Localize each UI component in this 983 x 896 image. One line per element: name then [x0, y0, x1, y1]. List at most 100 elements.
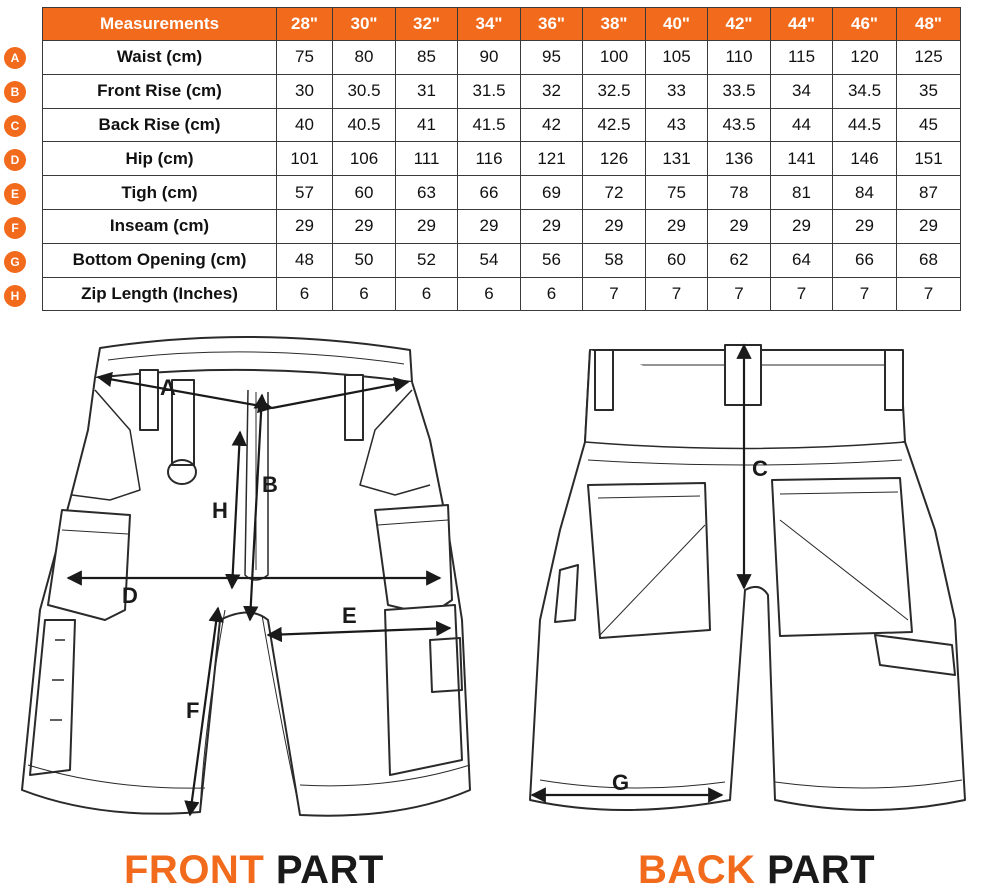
- label-a: A: [160, 375, 176, 400]
- measurement-value: 106: [332, 141, 396, 177]
- measurement-value: 60: [332, 175, 396, 210]
- arrow-a: [96, 371, 274, 414]
- label-d: D: [122, 583, 138, 608]
- row-marker-b: B: [4, 81, 26, 103]
- measurement-value: 29: [395, 208, 458, 244]
- arrow-h: [225, 430, 247, 590]
- row-marker-e: E: [4, 183, 26, 205]
- measurement-value: 57: [276, 175, 333, 210]
- header-size: 28": [276, 7, 333, 41]
- measurement-value: 110: [707, 40, 771, 75]
- measurement-label: Bottom Opening (cm): [42, 242, 277, 278]
- measurement-value: 56: [520, 242, 583, 278]
- header-size: 42": [707, 7, 771, 41]
- measurement-value: 75: [276, 40, 333, 75]
- measurement-value: 6: [276, 276, 333, 312]
- back-caption-plain: PART: [755, 848, 876, 892]
- measurement-value: 78: [707, 175, 771, 210]
- measurement-value: 33: [645, 73, 708, 109]
- table-header-row: Measurements 28" 30" 32" 34" 36" 38" 40"…: [42, 7, 961, 41]
- measurement-value: 120: [832, 40, 897, 75]
- measurement-value: 136: [707, 141, 771, 177]
- measurement-value: 151: [896, 141, 961, 177]
- measurement-value: 54: [457, 242, 521, 278]
- measurement-value: 66: [457, 175, 521, 210]
- measurement-value: 34.5: [832, 73, 897, 109]
- measurement-value: 48: [276, 242, 333, 278]
- measurement-value: 29: [457, 208, 521, 244]
- measurement-label: Zip Length (Inches): [42, 276, 277, 312]
- front-shorts-drawing: [21, 336, 471, 817]
- measurement-value: 7: [645, 276, 708, 312]
- label-c: C: [752, 456, 768, 481]
- measurement-value: 34: [770, 73, 833, 109]
- measurement-value: 6: [520, 276, 583, 312]
- measurement-value: 7: [896, 276, 961, 312]
- measurement-value: 29: [332, 208, 396, 244]
- measurement-label: Hip (cm): [42, 141, 277, 177]
- measurement-label: Tigh (cm): [42, 175, 277, 210]
- measurement-value: 30.5: [332, 73, 396, 109]
- label-b: B: [262, 472, 278, 497]
- measurement-value: 66: [832, 242, 897, 278]
- measurement-value: 6: [332, 276, 396, 312]
- measurement-value: 32.5: [582, 73, 646, 109]
- measurement-value: 7: [770, 276, 833, 312]
- measurement-value: 29: [520, 208, 583, 244]
- measurement-value: 43.5: [707, 107, 771, 143]
- measurement-value: 42: [520, 107, 583, 143]
- label-g: G: [612, 770, 629, 795]
- measurement-arrows: [66, 343, 752, 817]
- measurement-value: 29: [770, 208, 833, 244]
- header-size: 36": [520, 7, 583, 41]
- arrow-e: [266, 620, 452, 643]
- measurement-value: 41: [395, 107, 458, 143]
- measurement-value: 141: [770, 141, 833, 177]
- measurement-value: 68: [896, 242, 961, 278]
- measurement-value: 29: [707, 208, 771, 244]
- measurement-value: 29: [276, 208, 333, 244]
- arrow-f: [184, 606, 224, 817]
- measurement-value: 85: [395, 40, 458, 75]
- measurement-value: 30: [276, 73, 333, 109]
- measurement-value: 95: [520, 40, 583, 75]
- measurement-value: 42.5: [582, 107, 646, 143]
- row-marker-h: H: [4, 285, 26, 307]
- measurement-value: 80: [332, 40, 396, 75]
- header-measurements: Measurements: [42, 7, 277, 41]
- shorts-diagram: A B H D E F C G: [21, 336, 966, 817]
- measurement-value: 32: [520, 73, 583, 109]
- measurement-value: 75: [645, 175, 708, 210]
- header-size: 38": [582, 7, 646, 41]
- size-chart-table: Measurements 28" 30" 32" 34" 36" 38" 40"…: [42, 7, 961, 312]
- measurement-value: 111: [395, 141, 458, 177]
- measurement-value: 29: [645, 208, 708, 244]
- measurement-value: 40.5: [332, 107, 396, 143]
- measurement-value: 29: [582, 208, 646, 244]
- header-size: 30": [332, 7, 396, 41]
- row-marker-c: C: [4, 115, 26, 137]
- measurement-value: 125: [896, 40, 961, 75]
- row-marker-g: G: [4, 251, 26, 273]
- measurement-value: 121: [520, 141, 583, 177]
- measurement-value: 100: [582, 40, 646, 75]
- measurement-value: 7: [582, 276, 646, 312]
- measurement-value: 6: [395, 276, 458, 312]
- measurement-value: 33.5: [707, 73, 771, 109]
- measurement-value: 43: [645, 107, 708, 143]
- label-h: H: [212, 498, 228, 523]
- measurement-value: 84: [832, 175, 897, 210]
- measurement-value: 62: [707, 242, 771, 278]
- label-f: F: [186, 698, 199, 723]
- row-marker-f: F: [4, 217, 26, 239]
- measurement-value: 63: [395, 175, 458, 210]
- measurement-value: 6: [457, 276, 521, 312]
- measurement-value: 44.5: [832, 107, 897, 143]
